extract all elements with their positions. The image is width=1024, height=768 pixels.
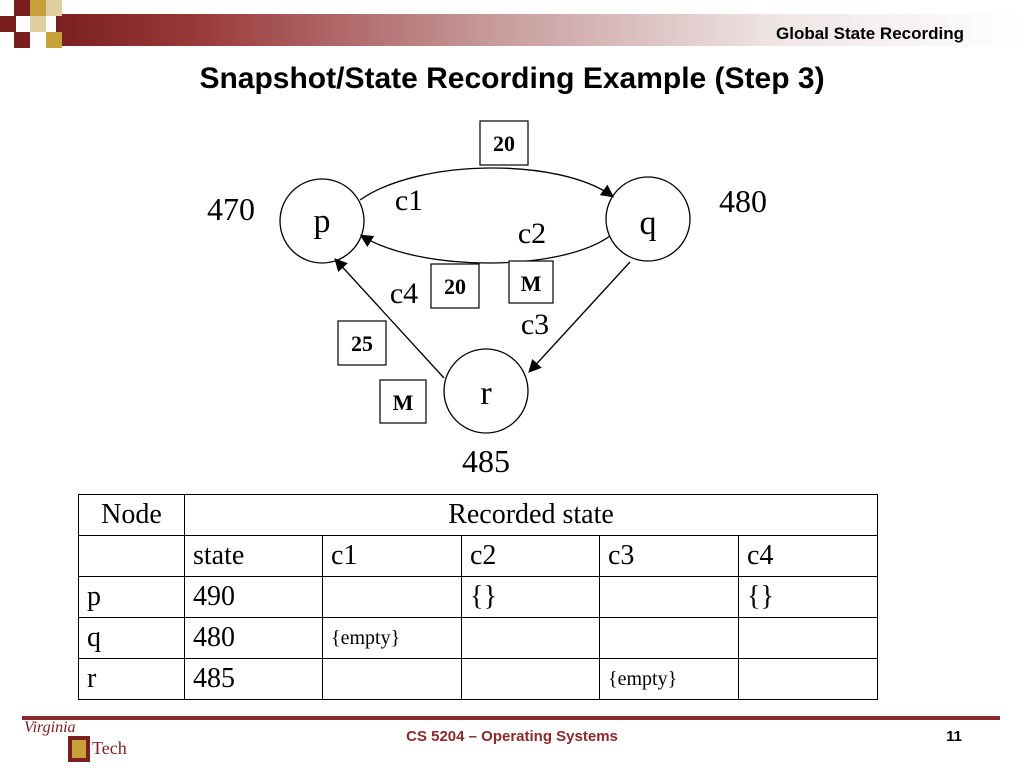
recorded-state-table: Node Recorded state state c1 c2 c3 c4 p …: [78, 494, 878, 700]
table-cell: c2: [461, 535, 600, 577]
channel-c3-label: c3: [521, 308, 549, 341]
balance-p: 470: [207, 191, 255, 227]
table-cell: c3: [599, 535, 739, 577]
university-logo: Virginia Tech: [24, 719, 127, 762]
logo-text-tech: Tech: [92, 738, 127, 758]
message-c4-value-a: 20: [444, 274, 466, 299]
channel-c2-label: c2: [518, 217, 546, 250]
deco-square: [14, 0, 30, 16]
table-cell: state: [184, 535, 323, 577]
table-row: q 480 {empty}: [78, 617, 878, 659]
deco-square: [30, 0, 46, 16]
table-cell: {empty}: [322, 617, 462, 659]
node-r-label: r: [480, 375, 492, 412]
footer-divider: [22, 716, 1000, 720]
channel-c1-arrow: [359, 167, 615, 201]
slide-title: Snapshot/State Recording Example (Step 3…: [199, 62, 825, 95]
table-cell: 490: [184, 576, 323, 618]
table-cell: {empty}: [599, 658, 739, 700]
table-cell: q: [78, 617, 185, 659]
message-box: [337, 320, 387, 366]
table-cell: [738, 617, 878, 659]
logo-text-virginia: Virginia: [24, 719, 76, 736]
channel-c3-arrow: [528, 261, 631, 373]
deco-square: [0, 16, 16, 32]
table-cell: [599, 576, 739, 618]
node-q-label: q: [640, 205, 657, 242]
marker-c2: M: [521, 271, 542, 296]
marker-box: [379, 379, 427, 424]
channel-c4-arrow: [334, 258, 445, 379]
footer-course-title: CS 5204 – Operating Systems: [406, 728, 618, 745]
table-row: r 485 {empty}: [78, 658, 878, 700]
deco-square: [30, 16, 46, 32]
message-c4-value-b: 25: [351, 331, 373, 356]
table-cell: [599, 617, 739, 659]
balance-q: 480: [719, 183, 767, 219]
message-box: [479, 120, 529, 166]
header-gradient-band: [56, 14, 1024, 46]
table-cell: [78, 535, 185, 577]
state-diagram: p q r 470 480 485 c1 c2 c3 c4 20 20 M 25…: [207, 120, 767, 479]
message-box: [430, 263, 480, 309]
table-cell: [322, 576, 462, 618]
table-cell: {}: [461, 576, 600, 618]
node-r-circle: [443, 348, 529, 434]
channel-c2-arrow: [359, 234, 611, 264]
balance-r: 485: [462, 443, 510, 479]
deco-square: [46, 0, 62, 16]
node-q-circle: [605, 176, 691, 262]
table-cell: 485: [184, 658, 323, 700]
table-cell: c1: [322, 535, 462, 577]
table-cell: {}: [738, 576, 878, 618]
table-cell: [322, 658, 462, 700]
table-cell: [738, 658, 878, 700]
deco-square: [46, 32, 62, 48]
table-cell: 480: [184, 617, 323, 659]
table-cell: c4: [738, 535, 878, 577]
header-title: Global State Recording: [776, 24, 964, 43]
header-node: Node: [78, 494, 185, 536]
channel-c1-label: c1: [395, 184, 423, 217]
table-cell: p: [78, 576, 185, 618]
table-row: state c1 c2 c3 c4: [78, 535, 878, 577]
header-bar: Global State Recording: [0, 0, 1024, 50]
node-p-label: p: [314, 203, 331, 240]
channel-c4-label: c4: [390, 277, 418, 310]
logo-emblem-inner: [72, 740, 86, 758]
table-cell: [461, 617, 600, 659]
message-c1-value: 20: [493, 131, 515, 156]
deco-square: [14, 32, 30, 48]
marker-c4: M: [393, 390, 414, 415]
node-p-circle: [279, 178, 365, 264]
table-row: p 490 {} {}: [78, 576, 878, 618]
table-cell: r: [78, 658, 185, 700]
page-number: 11: [946, 728, 962, 745]
table-cell: [461, 658, 600, 700]
marker-box: [508, 260, 554, 304]
header-recorded-state: Recorded state: [184, 494, 878, 536]
